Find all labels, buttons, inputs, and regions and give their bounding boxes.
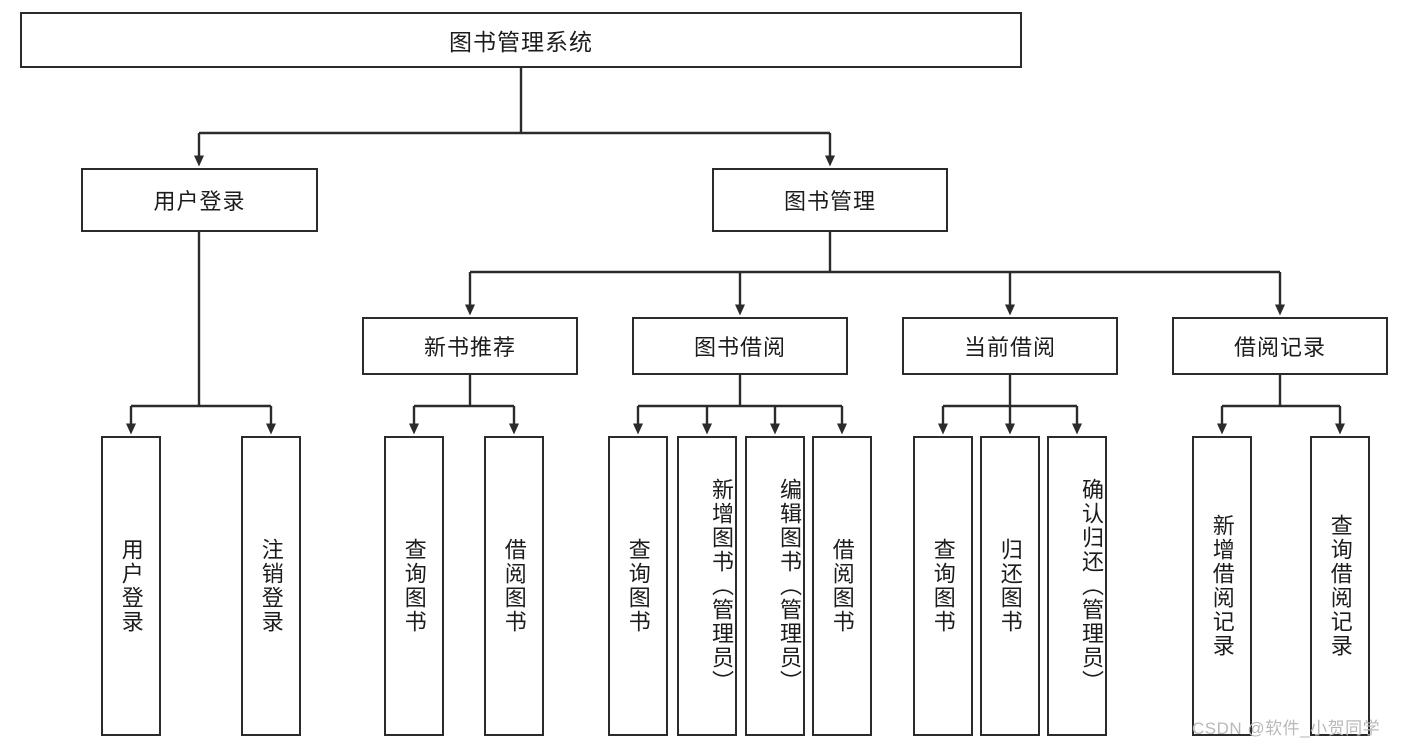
node-book-borrow[interactable]: 图书借阅 xyxy=(632,317,848,375)
node-borrow-record[interactable]: 借阅记录 xyxy=(1172,317,1388,375)
leaf-user-login[interactable]: 用户登录 xyxy=(101,436,161,736)
leaf-query-book-3[interactable]: 查询图书 xyxy=(913,436,973,736)
leaf-add-record[interactable]: 新增借阅记录 xyxy=(1192,436,1252,736)
node-root[interactable]: 图书管理系统 xyxy=(20,12,1022,68)
node-new-book-rec[interactable]: 新书推荐 xyxy=(362,317,578,375)
leaf-query-book-2[interactable]: 查询图书 xyxy=(608,436,668,736)
node-book-manage[interactable]: 图书管理 xyxy=(712,168,948,232)
leaf-edit-book[interactable]: 编辑图书（管理员） xyxy=(745,436,805,736)
leaf-add-book[interactable]: 新增图书（管理员） xyxy=(677,436,737,736)
leaf-confirm-return[interactable]: 确认归还（管理员） xyxy=(1047,436,1107,736)
leaf-logout[interactable]: 注销登录 xyxy=(241,436,301,736)
leaf-return-book[interactable]: 归还图书 xyxy=(980,436,1040,736)
leaf-query-book-1[interactable]: 查询图书 xyxy=(384,436,444,736)
leaf-borrow-book-2[interactable]: 借阅图书 xyxy=(812,436,872,736)
node-current-borrow[interactable]: 当前借阅 xyxy=(902,317,1118,375)
node-user-login[interactable]: 用户登录 xyxy=(81,168,318,232)
csdn-watermark: CSDN @软件_小贺同学 xyxy=(1192,719,1381,738)
leaf-query-record[interactable]: 查询借阅记录 xyxy=(1310,436,1370,736)
leaf-borrow-book-1[interactable]: 借阅图书 xyxy=(484,436,544,736)
